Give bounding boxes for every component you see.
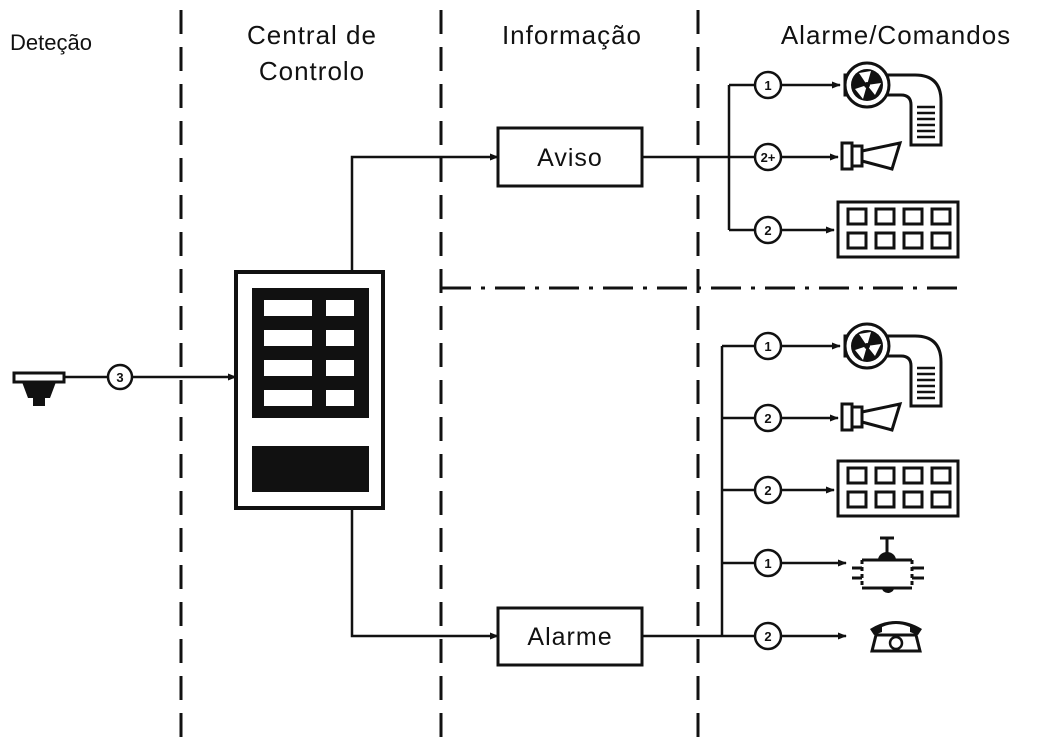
siren-horn-icon [840,402,902,432]
alarme-row-3: 2 [753,459,960,518]
smoke-detector-icon [12,371,66,406]
alarme-row-1: 1 [753,322,943,408]
marker-label: 2+ [761,150,776,165]
aviso-row-2: 2+ [753,141,902,172]
siren-horn-icon [840,141,902,171]
marker-label: 1 [764,556,771,571]
header-central-line1: Central de [247,20,377,50]
aviso-label: Aviso [537,144,603,172]
marker-label: 2 [764,411,771,426]
aviso-bus [642,83,755,232]
aviso-row-3: 2 [753,200,960,259]
header-central-line2: Controlo [259,56,365,86]
valve-icon [850,536,926,595]
connector-panel-alarme [350,508,499,640]
alarme-row-5: 2 [753,619,924,653]
fan-duct-icon [843,322,943,408]
marker-label: 2 [764,223,771,238]
marker-input: 3 [106,363,134,391]
alarme-box [496,606,644,667]
fan-duct-icon [843,61,943,147]
aviso-row-1: 1 [753,61,943,147]
alarme-bus [642,344,755,638]
marker-label: 2 [764,629,771,644]
svg-text:3: 3 [116,370,123,385]
header-information: Informação [502,20,642,50]
indicator-panel-icon [836,459,960,518]
marker-label: 2 [764,483,771,498]
marker-label: 1 [764,78,771,93]
connector-panel-aviso [350,153,499,272]
column-separators [179,10,700,745]
alarme-row-4: 1 [753,536,926,595]
indicator-panel-icon [836,200,960,259]
header-detection: Deteção [10,30,92,55]
marker-label: 1 [764,339,771,354]
alarme-label: Alarme [527,623,612,651]
alarme-row-2: 2 [753,402,902,433]
header-alarm-commands: Alarme/Comandos [781,20,1011,50]
control-panel-icon [234,270,385,510]
telephone-icon [868,619,924,653]
